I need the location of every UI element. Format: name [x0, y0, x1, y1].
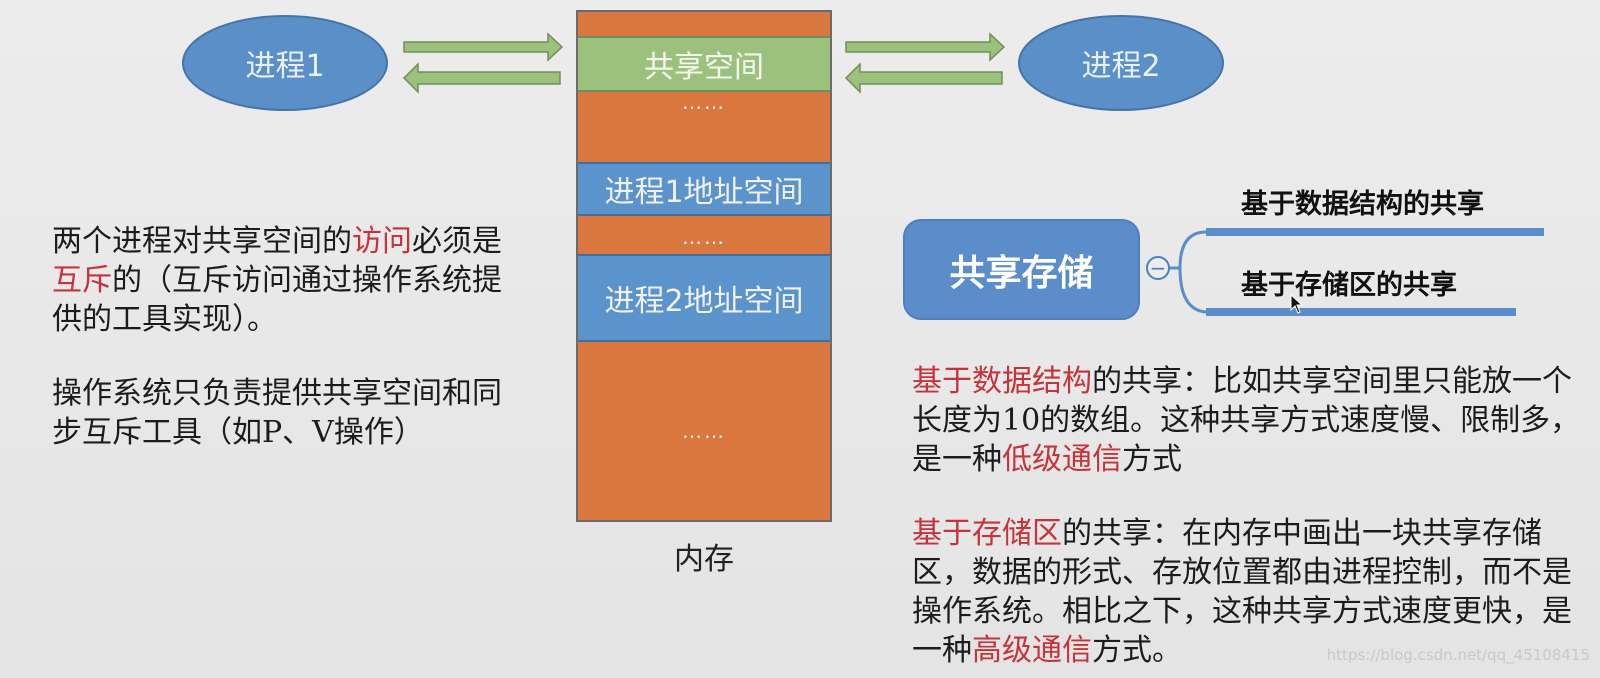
mindmap-connector: [1170, 230, 1207, 314]
memory-block: 共享空间 …… 进程1地址空间 …… 进程2地址空间 ……: [576, 10, 832, 522]
highlight-storage-area: 基于存储区: [912, 516, 1062, 551]
arrow-memory-to-p1: [402, 62, 561, 94]
storage-area-sharing-note: 基于存储区的共享：在内存中画出一块共享存储区，数据的形式、存放位置都由进程控制，…: [912, 514, 1582, 670]
arrow-p2-to-memory: [844, 62, 1003, 94]
mutual-exclusion-note: 两个进程对共享空间的访问必须是互斥的（互斥访问通过操作系统提供的工具实现）。: [52, 222, 522, 339]
mindmap-branch-data-structure[interactable]: 基于数据结构的共享: [1241, 189, 1484, 220]
process-2-address-label: 进程2地址空间: [604, 284, 804, 319]
ellipsis-2: ……: [682, 225, 726, 249]
process-1-label: 进程1: [245, 49, 325, 84]
text-run: 方式: [1122, 442, 1182, 477]
mindmap-branch-storage-area[interactable]: 基于存储区的共享: [1241, 270, 1457, 301]
ellipsis-1: ……: [682, 90, 726, 114]
mouse-pointer-icon: [1290, 294, 1304, 314]
process-2-address-space: 进程2地址空间: [578, 254, 830, 342]
mindmap-root-label: 共享存储: [949, 252, 1094, 294]
process-2-label: 进程2: [1081, 49, 1161, 84]
text-run: 方式。: [1092, 633, 1182, 668]
memory-gap-2: ……: [578, 218, 830, 256]
memory-caption: 内存: [674, 542, 734, 577]
highlight-access: 访问: [352, 224, 412, 259]
branch-1-underline: [1206, 228, 1544, 236]
text-run: 两个进程对共享空间的: [52, 224, 352, 259]
text-run: 的共享：比如共享空间里只能放一个长度为10的数组。这种共享方式速度慢、限制多，是…: [912, 364, 1581, 477]
process-1-address-space: 进程1地址空间: [578, 162, 830, 216]
watermark-url: https://blog.csdn.net/qq_45108415: [1326, 646, 1590, 664]
branch-2-underline: [1206, 308, 1516, 316]
ellipsis-3: ……: [682, 419, 726, 443]
text-run: 的（互斥访问通过操作系统提供的工具实现）。: [52, 263, 502, 337]
process-2-node: 进程2: [1018, 15, 1224, 111]
memory-gap-3: ……: [578, 342, 830, 520]
highlight-low-level: 低级通信: [1002, 442, 1122, 477]
process-1-address-label: 进程1地址空间: [604, 175, 804, 210]
mindmap-root-node[interactable]: 共享存储: [903, 219, 1140, 320]
collapse-toggle-icon[interactable]: −: [1146, 256, 1170, 280]
highlight-high-level: 高级通信: [972, 633, 1092, 668]
text-run: 的共享：在内存中画出一块共享存储区，数据的形式、存放位置都由进程控制，而不是操作…: [912, 516, 1572, 668]
arrow-p1-to-memory: [403, 32, 564, 62]
process-1-node: 进程1: [182, 15, 388, 111]
memory-gap-1: ……: [578, 90, 830, 114]
arrow-memory-to-p2: [845, 32, 1006, 62]
shared-space-segment: 共享空间: [578, 36, 830, 92]
os-responsibility-note: 操作系统只负责提供共享空间和同步互斥工具（如P、V操作）: [52, 376, 502, 450]
data-structure-sharing-note: 基于数据结构的共享：比如共享空间里只能放一个长度为10的数组。这种共享方式速度慢…: [912, 362, 1582, 479]
highlight-mutex: 互斥: [52, 263, 112, 298]
highlight-data-structure: 基于数据结构: [912, 364, 1092, 399]
text-run: 必须是: [412, 224, 502, 259]
shared-space-label: 共享空间: [644, 50, 764, 85]
